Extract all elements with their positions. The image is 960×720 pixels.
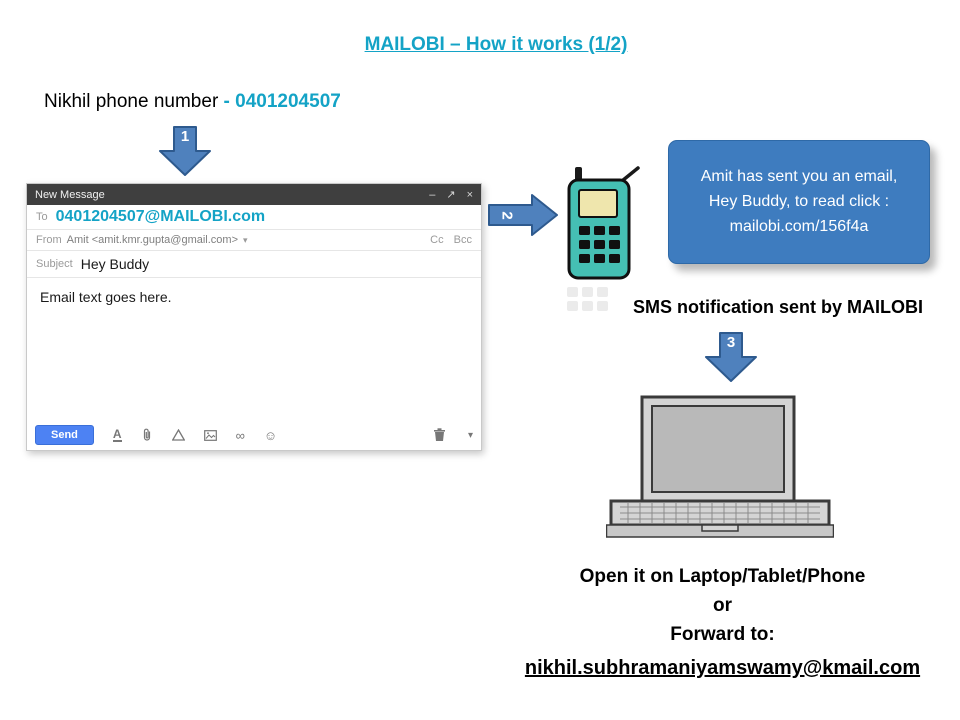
drive-icon[interactable] — [171, 429, 185, 441]
to-row: To 0401204507@MAILOBI.com — [27, 205, 481, 230]
subject-label: Subject — [36, 258, 73, 270]
compose-titlebar: New Message – ↗ × — [27, 184, 481, 205]
from-caret-icon[interactable]: ▾ — [243, 234, 248, 245]
intro-label: Nikhil phone number — [44, 91, 224, 112]
sms-line-1: Amit has sent you an email, — [700, 168, 898, 185]
more-options-icon[interactable]: ▾ — [467, 429, 473, 441]
footer-line-2: or — [713, 595, 732, 616]
step-2-arrow-right-icon: 2 — [487, 192, 559, 238]
ghost-keypad-decoration — [567, 287, 612, 315]
sms-link: mailobi.com/156f4a — [729, 218, 869, 235]
step-2-number: 2 — [498, 211, 516, 220]
mobile-phone-icon — [561, 166, 647, 287]
compose-toolbar: Send A ∞ ☺ ▾ — [27, 420, 481, 450]
subject-value[interactable]: Hey Buddy — [80, 256, 150, 272]
trash-icon[interactable] — [433, 428, 446, 442]
close-icon[interactable]: × — [466, 188, 473, 201]
forward-email: nikhil.subhramaniyamswamy@kmail.com — [524, 657, 921, 679]
footer-text: Open it on Laptop/Tablet/Phone or Forwar… — [470, 562, 960, 683]
step-3-number: 3 — [726, 334, 736, 351]
popout-icon[interactable]: ↗ — [446, 189, 456, 201]
laptop-icon — [605, 394, 835, 549]
footer-line-1: Open it on Laptop/Tablet/Phone — [579, 566, 866, 587]
step-3-arrow-down-icon: 3 — [703, 331, 759, 383]
intro-phone-number: - 0401204507 — [223, 91, 341, 112]
format-icon[interactable]: A — [112, 427, 122, 442]
bcc-link[interactable]: Bcc — [453, 234, 472, 246]
compose-window: New Message – ↗ × To 0401204507@MAILOBI.… — [26, 183, 482, 451]
compose-window-title: New Message — [35, 188, 105, 201]
step-1-arrow-down-icon: 1 — [157, 125, 213, 177]
from-value: Amit <amit.kmr.gupta@gmail.com> — [66, 234, 239, 246]
from-row: From Amit <amit.kmr.gupta@gmail.com> ▾ C… — [27, 230, 481, 251]
footer-line-3: Forward to: — [670, 624, 775, 645]
subject-row: Subject Hey Buddy — [27, 251, 481, 278]
message-body[interactable]: Email text goes here. — [40, 289, 172, 305]
from-label: From — [36, 234, 62, 246]
step-1-number: 1 — [180, 128, 190, 145]
emoji-icon[interactable]: ☺ — [263, 427, 278, 443]
sms-caption: SMS notification sent by MAILOBI — [632, 297, 923, 317]
link-icon[interactable]: ∞ — [235, 427, 245, 443]
cc-link[interactable]: Cc — [430, 234, 444, 246]
photo-icon[interactable] — [203, 429, 217, 441]
intro-line: Nikhil phone number - 0401204507 — [44, 91, 341, 113]
attach-icon[interactable] — [141, 428, 153, 442]
send-button[interactable]: Send — [35, 425, 94, 445]
page-title: MAILOBI – How it works (1/2) — [364, 34, 628, 55]
sms-message-box: Amit has sent you an email, Hey Buddy, t… — [668, 140, 930, 264]
sms-line-2: Hey Buddy, to read click : — [708, 193, 890, 210]
minimize-icon[interactable]: – — [429, 188, 436, 201]
to-value[interactable]: 0401204507@MAILOBI.com — [55, 208, 266, 225]
to-label: To — [36, 211, 48, 223]
